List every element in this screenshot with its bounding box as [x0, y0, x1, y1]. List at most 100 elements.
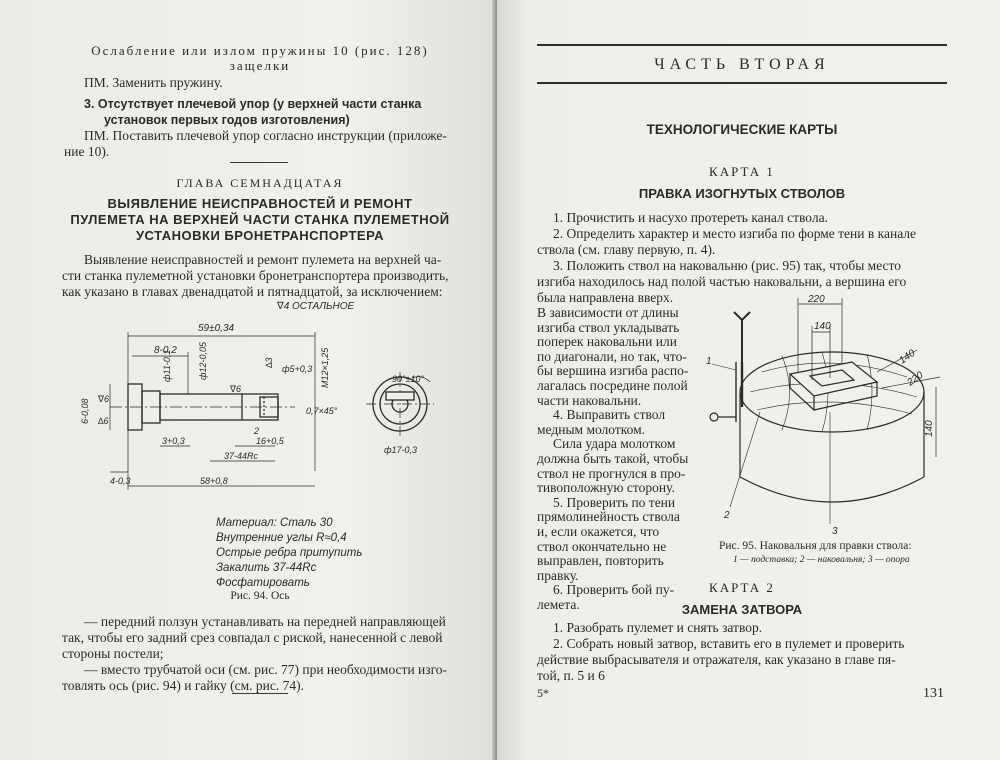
dim-140-side: 140 — [897, 348, 917, 367]
dim-4: 4-0,3 — [110, 476, 131, 486]
section-title: ТЕХНОЛОГИЧЕСКИЕ КАРТЫ — [646, 122, 838, 137]
col-line: части наковальни. — [537, 392, 642, 408]
dim-d17: ф17-0,3 — [384, 445, 417, 455]
divider — [230, 162, 288, 163]
chapter-label: ГЛАВА СЕМНАДЦАТАЯ — [176, 176, 344, 190]
dim-angle: 90°±10° — [392, 374, 425, 384]
dim-d5: ф5+0,3 — [282, 364, 312, 374]
c1-step1: 1. Прочистить и насухо протереть канал с… — [553, 210, 828, 225]
c1-column-text: В зависимости от длины изгиба ствол укла… — [537, 290, 737, 612]
c1-step2-line2: ствола (см. главу первую, п. 4). — [537, 242, 716, 257]
c1-step2-line1: 2. Определить характер и место изгиба по… — [553, 226, 917, 241]
signature-mark: 5* — [537, 686, 549, 700]
c1-step3-line3: была направлена вверх. — [537, 290, 674, 305]
part-title: ЧАСТЬ ВТОРАЯ — [654, 56, 830, 73]
col-line: прямолинейность ствола — [537, 509, 680, 525]
note-harden: Закалить 37-44Rc — [216, 562, 317, 574]
col-line: и, если окажется, что — [537, 523, 660, 539]
intro-line3: как указано в главах двенадцатой и пятна… — [62, 284, 443, 299]
col-line: ствол не прогнулся в про- — [537, 465, 686, 481]
end-divider — [232, 693, 288, 694]
dim-58: 58+0,8 — [200, 476, 228, 486]
bottom-line5: товлять ось (рис. 94) и гайку (см. рис. … — [62, 678, 304, 693]
dim-chamfer: 0,7×45° — [306, 406, 338, 416]
card2-title: ЗАМЕНА ЗАТВОРА — [681, 602, 803, 617]
label-3: 3 — [832, 526, 838, 537]
part-rule-top — [537, 44, 947, 46]
c1-step3-line2: изгиба находилось над полой частью наков… — [537, 274, 907, 289]
dim-delta6: ∆6 — [98, 416, 109, 426]
col-line: тивоположную сторону. — [537, 480, 675, 496]
col-line: 5. Проверить по тени — [553, 494, 676, 510]
col-line: должна быть такой, чтобы — [537, 450, 689, 466]
right-page: ЧАСТЬ ВТОРАЯ ТЕХНОЛОГИЧЕСКИЕ КАРТЫ КАРТА… — [497, 0, 1000, 760]
col-line: ствол окончательно не — [537, 538, 667, 554]
c2-step2-line2: действие выбрасывателя и отражателя, как… — [537, 652, 896, 667]
c2-step2-line1: 2. Собрать новый затвор, вставить его в … — [553, 636, 905, 651]
c2-step2-line3: той, п. 5 и 6 — [537, 668, 605, 683]
dim-m12: М12×1,25 — [320, 347, 330, 388]
figure95-caption: Рис. 95. Наковальня для правки ствола: — [719, 540, 912, 552]
dim-hrc: 37-44Rc — [224, 451, 259, 461]
dim-220-top: 220 — [807, 294, 825, 305]
note-edges: Острые ребра притупить — [216, 547, 363, 559]
card2-label: КАРТА 2 — [709, 580, 775, 595]
bottom-line1: — передний ползун устанавливать на перед… — [84, 614, 446, 629]
spring-heading-line1: Ослабление или излом пружины 10 (рис. 12… — [91, 43, 429, 58]
anvil-drawing: 220 140 140 220 140 1 2 3 — [706, 294, 941, 537]
pm2-line1: ПМ. Поставить плечевой упор согласно инс… — [84, 128, 447, 143]
axle-drawing: ∇4 ОСТАЛЬНОЕ — [80, 301, 434, 490]
col-line: бы вершина изгиба распо- — [537, 363, 689, 379]
bottom-line2: так, чтобы его задний срез совпадал с ри… — [62, 630, 443, 645]
part-rule-bottom — [537, 82, 947, 84]
dim-140-top: 140 — [814, 321, 831, 332]
chapter-title-line3: УСТАНОВКИ БРОНЕТРАНСПОРТЕРА — [135, 228, 385, 243]
col-line: правку. — [537, 567, 579, 583]
dim-16: 16+0,5 — [256, 436, 285, 446]
dim-6: 6-0,08 — [80, 398, 90, 424]
dim-59: 59±0,34 — [198, 323, 235, 334]
chapter-title-line1: ВЫЯВЛЕНИЕ НЕИСПРАВНОСТЕЙ И РЕМОНТ — [107, 196, 413, 211]
dim-2: 2 — [253, 426, 259, 436]
dim-v6b: ∇6 — [229, 384, 241, 394]
bottom-line3: стороны постели; — [62, 646, 164, 661]
intro-line1: Выявление неисправностей и ремонт пулеме… — [84, 252, 442, 267]
col-line: выправлен, повторить — [537, 553, 664, 569]
pm-replace-spring: ПМ. Заменить пружину. — [84, 75, 223, 90]
col-line: изгиба ствол укладывать — [537, 319, 680, 335]
col-line: Сила удара молотком — [553, 436, 676, 452]
item3-line1: 3. Отсутствует плечевой упор (у верхней … — [84, 97, 422, 111]
card1-label: КАРТА 1 — [709, 164, 775, 179]
label-1: 1 — [706, 356, 712, 367]
col-line: 6. Проверить бой пу- — [553, 582, 675, 598]
col-line: В зависимости от длины — [537, 305, 679, 320]
note-radius: Внутренние углы R≈0,4 — [216, 532, 347, 544]
col-line: по диагонали, но так, что- — [537, 348, 687, 364]
note-phosphate: Фосфатировать — [216, 577, 310, 589]
figure95-legend: 1 — подставка; 2 — наковальня; 3 — опора — [733, 555, 910, 565]
pm2-line2: ние 10). — [64, 144, 110, 159]
item3-line2: установок первых годов изготовления) — [104, 113, 350, 127]
note-material: Материал: Сталь 30 — [216, 517, 333, 529]
dim-d11: ф11-0,1 — [162, 350, 172, 382]
figure94-caption: Рис. 94. Ось — [230, 590, 290, 602]
dim-v6a: ∇6 — [97, 394, 109, 404]
col-line: поперек наковальни или — [537, 334, 677, 350]
col-line: 4. Выправить ствол — [553, 407, 666, 423]
label-2: 2 — [723, 510, 730, 521]
c2-step1: 1. Разобрать пулемет и снять затвор. — [553, 620, 763, 635]
col-line: медным молотком. — [537, 421, 646, 437]
col-line: лагалась посредине полой — [537, 377, 688, 393]
intro-line2: сти станка пулеметной установки бронетра… — [62, 268, 449, 283]
dim-d12: ф12-0,05 — [198, 341, 208, 380]
dim-140-vert: 140 — [924, 420, 935, 437]
dim-delta3: ∆3 — [264, 357, 274, 368]
left-page: Ослабление или излом пружины 10 (рис. 12… — [0, 0, 497, 760]
col-line: лемета. — [537, 596, 580, 612]
card1-title: ПРАВКА ИЗОГНУТЫХ СТВОЛОВ — [638, 186, 846, 201]
roughness-note: ∇4 ОСТАЛЬНОЕ — [276, 301, 355, 312]
bottom-line4: — вместо трубчатой оси (см. рис. 77) при… — [84, 662, 448, 677]
chapter-title-line2: ПУЛЕМЕТА НА ВЕРХНЕЙ ЧАСТИ СТАНКА ПУЛЕМЕТ… — [70, 212, 450, 227]
spring-heading-line2: защелки — [229, 58, 291, 73]
